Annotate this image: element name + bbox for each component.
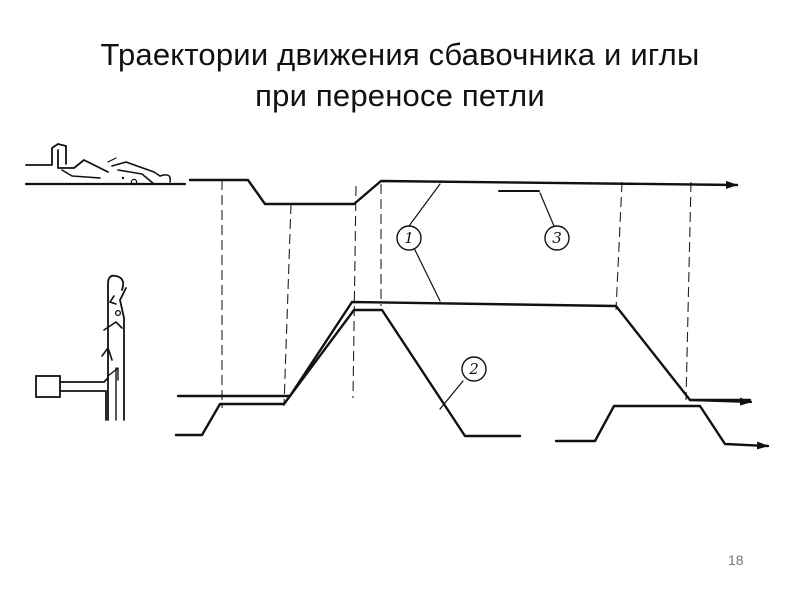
- callout-3-circle: [544, 225, 570, 251]
- callout-2: 2: [461, 356, 487, 382]
- callout-3: 3: [544, 225, 570, 251]
- slide-title-line-1: Траектории движения сбавочника и иглы: [100, 37, 700, 72]
- phase-dashed-lines: [221, 180, 692, 408]
- callout-1-label: 1: [404, 229, 414, 247]
- callout-leaders: [408, 183, 555, 410]
- callout-1: 1: [396, 225, 422, 251]
- trajectory-2-needle-path: [174, 308, 770, 450]
- slide-number: 18: [728, 552, 744, 568]
- sinker-sketch: [24, 143, 187, 186]
- slide-title-line-2: при переносе петли: [255, 78, 545, 113]
- callout-1-circle: [396, 225, 422, 251]
- trajectory-1-sinker-path: [176, 178, 753, 406]
- slide-title: Траектории движения сбавочника и иглы пр…: [40, 34, 760, 116]
- needle-sketch: [35, 274, 127, 421]
- callout-2-label: 2: [468, 360, 479, 378]
- callout-3-label: 3: [552, 229, 562, 247]
- callout-2-circle: [461, 356, 487, 382]
